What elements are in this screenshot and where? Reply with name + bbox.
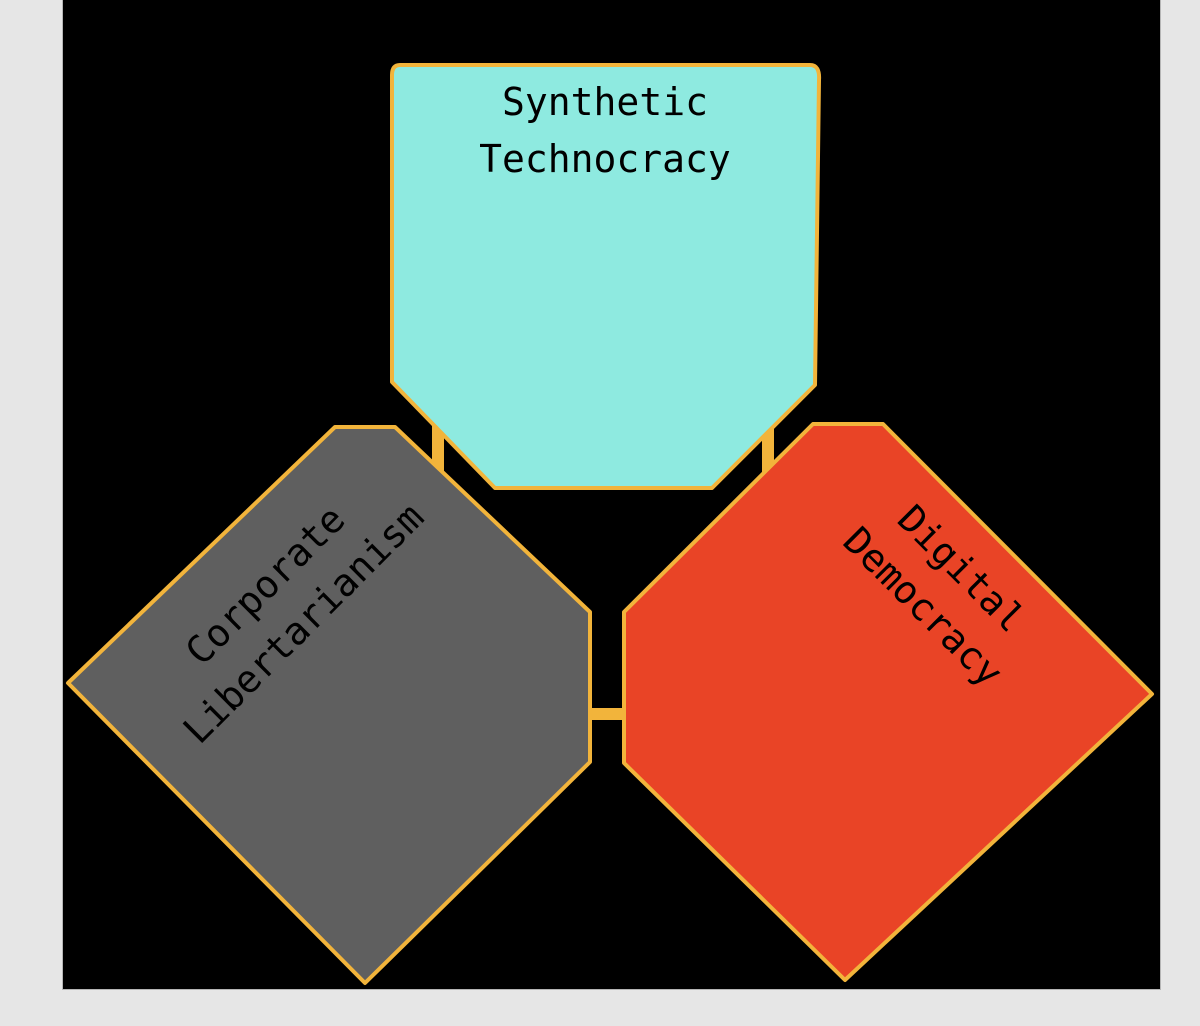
node-synthetic-technocracy-shape [390, 63, 822, 490]
connector-libertarianism-democracy [588, 708, 628, 720]
node-corporate-libertarianism-shape [66, 425, 592, 985]
node-synthetic-technocracy-label-line-1: Synthetic [502, 80, 708, 124]
node-synthetic-technocracy: Synthetic Technocracy [390, 63, 822, 490]
node-digital-democracy-shape [622, 422, 1154, 982]
node-synthetic-technocracy-label-line-2: Technocracy [479, 137, 731, 181]
node-corporate-libertarianism: Corporate Libertarianism [66, 425, 592, 985]
node-digital-democracy: Digital Democracy [622, 422, 1154, 982]
